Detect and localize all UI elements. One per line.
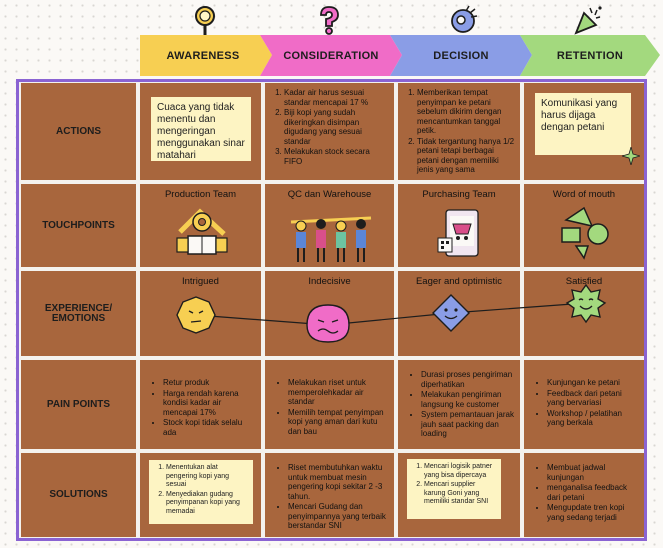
phase-retention: RETENTION [556, 49, 624, 62]
pain-retention: Kunjungan ke petani Feedback dari petani… [524, 360, 644, 449]
solution-decision: Mencari logisik patner yang bisa diperca… [398, 453, 520, 537]
shopping-cart-icon [437, 209, 479, 257]
phase-banner [140, 35, 660, 76]
word-of-mouth-icon [561, 206, 609, 260]
magnifier-icon [195, 6, 215, 35]
touchpoint-label: QC dan Warehouse [287, 189, 372, 200]
party-popper-icon [574, 6, 602, 35]
list-item: Stock kopi tidak selalu ada [163, 418, 255, 437]
list-item: Menyediakan gudang penyimpanan kopi yang… [166, 491, 247, 517]
pain-consideration: Melakukan riset untuk memperolehkadar ai… [265, 360, 394, 449]
touchpoint-label: Production Team [164, 189, 237, 200]
list-item: Kadar air harus sesuai standar mencapai … [284, 88, 388, 107]
list-item: menganalisa feedback dari petani [547, 483, 639, 502]
production-team-icon [176, 208, 228, 255]
question-mark-icon [320, 6, 339, 35]
list-item: Memberikan tempat penyimpan ke petani se… [417, 88, 515, 136]
list-item: Biji kopi yang sudah dikeringkan disimpa… [284, 108, 388, 146]
pain-decision: Durasi proses pengiriman diperhatikan Me… [398, 360, 520, 449]
list-item: Durasi proses pengiriman diperhatikan [421, 370, 515, 389]
actions-consideration: Kadar air harus sesuai standar mencapai … [265, 83, 394, 180]
list-item: Membuat jadwal kunjungan [547, 463, 639, 482]
sticky-note: Mencari logisik patner yang bisa diperca… [407, 459, 501, 519]
team-people-icon [290, 216, 372, 262]
solution-awareness: Menentukan alat pengering kopi yang sesu… [140, 453, 261, 537]
emotion-label: Satisfied [565, 276, 603, 287]
emotion-label: Eager and optimistic [415, 276, 503, 287]
list-item: Harga rendah karena kondisi kadar air me… [163, 389, 255, 418]
touchpoint-label: Purchasing Team [422, 189, 496, 200]
list-item: Mencari supplier karung Goni yang memili… [424, 481, 495, 507]
row-label-solutions: SOLUTIONS [21, 453, 136, 537]
list-item: System pemantauan jarak jauh saat packin… [421, 410, 515, 439]
indecisive-face-icon [306, 304, 350, 343]
solution-retention: Membuat jadwal kunjungan menganalisa fee… [524, 453, 644, 537]
touchpoint-awareness: Production Team [140, 184, 261, 267]
intrigued-face-icon [176, 296, 216, 334]
list-item: Kunjungan ke petani [547, 378, 639, 388]
list-item: Tidak tergantung hanya 1/2 petani tetapi… [417, 137, 515, 175]
phase-consideration: CONSIDERATION [283, 49, 379, 62]
hand-ok-icon [451, 5, 478, 33]
phase-decision: DECISION [433, 49, 489, 62]
row-label-pain-points: PAIN POINTS [21, 360, 136, 449]
list-item: Riset membutuhkan waktu untuk membuat me… [288, 463, 388, 501]
sticky-note: Cuaca yang tidak menentu dan mengeringan… [151, 97, 251, 161]
pain-awareness: Retur produk Harga rendah karena kondisi… [140, 360, 261, 449]
list-item: Workshop / pelatihan yang berkala [547, 409, 639, 428]
list-item: Mencari logisik patner yang bisa diperca… [424, 463, 495, 480]
sticky-note: Menentukan alat pengering kopi yang sesu… [149, 460, 253, 524]
eager-face-icon [432, 294, 470, 332]
list-item: Melakukan pengiriman langsung ke custome… [421, 390, 515, 409]
touchpoint-retention: Word of mouth [524, 184, 644, 267]
list-item: Mengupdate tren kopi yang sedang terjadi [547, 503, 639, 522]
actions-decision: Memberikan tempat penyimpan ke petani se… [398, 83, 520, 180]
list-item: Memilih tempat penyimpan kopi yang aman … [288, 408, 386, 437]
row-label-actions: ACTIONS [21, 83, 136, 180]
touchpoint-consideration: QC dan Warehouse [265, 184, 394, 267]
row-label-experience: EXPERIENCE/EMOTIONS [21, 271, 136, 356]
touchpoint-label: Word of mouth [552, 189, 616, 200]
list-item: Retur produk [163, 378, 255, 388]
satisfied-face-icon [565, 283, 607, 324]
actions-retention: Komunikasi yang harus dijaga dengan peta… [524, 83, 644, 180]
row-label-touchpoints: TOUCHPOINTS [21, 184, 136, 267]
list-item: Melakukan stock secara FIFO [284, 147, 388, 166]
solution-consideration: Riset membutuhkan waktu untuk membuat me… [265, 453, 394, 537]
phase-awareness: AWARENESS [166, 49, 240, 62]
emotion-label: Intrigued [182, 276, 219, 287]
list-item: Menentukan alat pengering kopi yang sesu… [166, 464, 247, 490]
sparkle-icon [622, 147, 640, 165]
actions-awareness: Cuaca yang tidak menentu dan mengeringan… [140, 83, 261, 180]
sticky-note: Komunikasi yang harus dijaga dengan peta… [535, 93, 631, 155]
list-item: Mencari Gudang dan penyimpannya yang ter… [288, 502, 388, 531]
touchpoint-decision: Purchasing Team [398, 184, 520, 267]
list-item: Feedback dari petani yang bervariasi [547, 389, 639, 408]
list-item: Melakukan riset untuk memperolehkadar ai… [288, 378, 386, 407]
emotion-label: Indecisive [308, 276, 351, 287]
